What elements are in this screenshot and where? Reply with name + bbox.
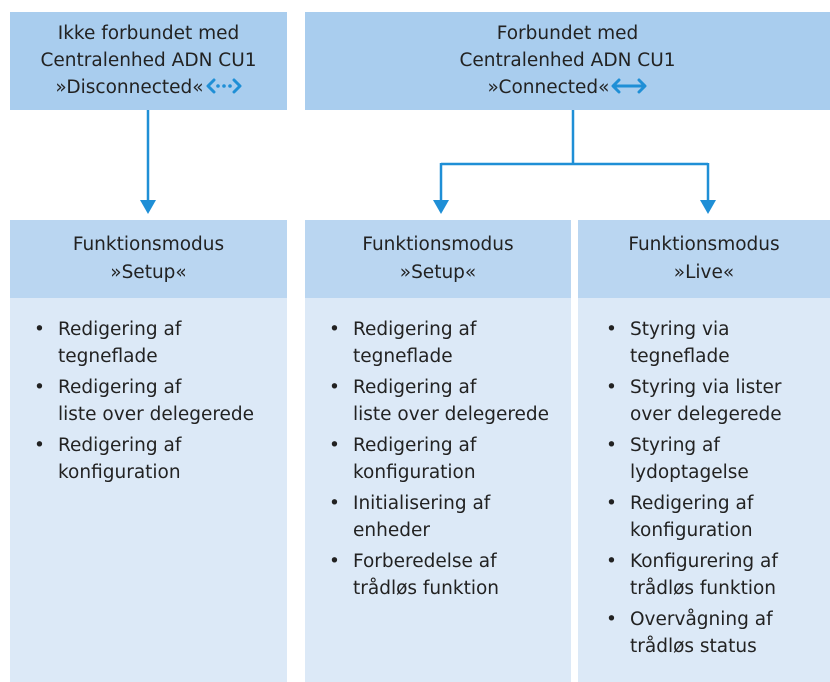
disconnected-line-1: Ikke forbundet med xyxy=(57,23,240,45)
item-line-1: Styring via lister xyxy=(630,377,782,398)
item-line-2: tegneflade xyxy=(353,346,453,367)
mode-setup-disconnected-body: • Redigering af tegneflade • Redigering af l… xyxy=(10,298,287,682)
item-line-2: trådløs funktion xyxy=(353,578,500,599)
list-item: • Redigering af konfiguration xyxy=(606,490,830,544)
bullet-icon: • xyxy=(606,609,617,630)
bullet-icon: • xyxy=(329,319,340,340)
double-arrow-icon xyxy=(611,75,647,102)
list-item: • Styring af lydoptagelse xyxy=(606,432,830,486)
feature-list: • Redigering af tegneflade • Redigering af l… xyxy=(34,316,287,486)
dotted-double-arrow-icon xyxy=(206,75,242,102)
bullet-icon: • xyxy=(329,435,340,456)
item-line-1: Initialisering af xyxy=(353,493,491,514)
connected-status-line: »Connected« xyxy=(488,74,648,102)
item-line-1: Redigering af xyxy=(58,319,182,340)
mode-title: Funktionsmodus xyxy=(72,234,225,255)
mode-live-connected-header: Funktionsmodus »Live« xyxy=(578,220,830,298)
bullet-icon: • xyxy=(34,319,45,340)
item-line-2: konfiguration xyxy=(630,520,753,541)
item-line-1: Redigering af xyxy=(353,435,477,456)
item-line-2: lydoptagelse xyxy=(630,462,749,483)
mode-setup-disconnected-header: Funktionsmodus »Setup« xyxy=(10,220,287,298)
item-line-1: Redigering af xyxy=(630,493,754,514)
bullet-icon: • xyxy=(34,377,45,398)
item-line-2: tegneflade xyxy=(58,346,158,367)
item-line-1: Konfigurering af xyxy=(630,551,778,572)
feature-list: • Styring via tegneflade • Styring via list… xyxy=(606,316,830,660)
bullet-icon: • xyxy=(34,435,45,456)
item-line-1: Styring via xyxy=(630,319,730,340)
item-line-2: konfiguration xyxy=(353,462,476,483)
list-item: • Redigering af konfiguration xyxy=(329,432,571,486)
list-item: • Redigering af liste over delegerede xyxy=(34,374,287,428)
connected-status: »Connected« xyxy=(487,77,610,99)
item-line-2: enheder xyxy=(353,520,430,541)
item-line-1: Forberedelse af xyxy=(353,551,497,572)
list-item: • Redigering af tegneflade xyxy=(329,316,571,370)
item-line-1: Redigering af xyxy=(58,435,182,456)
bullet-icon: • xyxy=(606,551,617,572)
bullet-icon: • xyxy=(329,377,340,398)
item-line-1: Styring af xyxy=(630,435,720,456)
bullet-icon: • xyxy=(329,493,340,514)
list-item: • Forberedelse af trådløs funktion xyxy=(329,548,571,602)
mode-setup-connected-body: • Redigering af tegneflade • Redigering af l… xyxy=(305,298,571,682)
arrow-disconnected-to-setup xyxy=(140,110,156,214)
list-item: • Styring via lister over delegerede xyxy=(606,374,830,428)
bullet-icon: • xyxy=(329,551,340,572)
mode-name: »Setup« xyxy=(110,262,187,283)
list-item: • Styring via tegneflade xyxy=(606,316,830,370)
list-item: • Konfigurering af trådløs funktion xyxy=(606,548,830,602)
arrow-connected-to-setup xyxy=(433,163,449,214)
item-line-1: Redigering af xyxy=(353,377,477,398)
disconnected-line-2: Centralenhed ADN CU1 xyxy=(40,50,257,72)
connected-header: Forbundet med Centralenhed ADN CU1 »Conn… xyxy=(305,12,830,110)
bullet-icon: • xyxy=(606,319,617,340)
item-line-2: over delegerede xyxy=(630,404,782,425)
bullet-icon: • xyxy=(606,435,617,456)
mode-name: »Setup« xyxy=(399,262,477,283)
item-line-2: liste over delegerede xyxy=(58,404,255,425)
item-line-2: trådløs status xyxy=(630,636,757,657)
item-line-2: liste over delegerede xyxy=(353,404,550,425)
item-line-2: trådløs funktion xyxy=(630,578,777,599)
list-item: • Redigering af tegneflade xyxy=(34,316,287,370)
connected-line-2: Centralenhed ADN CU1 xyxy=(459,50,676,72)
mode-title: Funktionsmodus xyxy=(362,234,514,255)
arrow-connected-to-live xyxy=(700,163,716,214)
list-item: • Initialisering af enheder xyxy=(329,490,571,544)
bullet-icon: • xyxy=(606,377,617,398)
list-item: • Redigering af konfiguration xyxy=(34,432,287,486)
item-line-2: konfiguration xyxy=(58,462,181,483)
item-line-1: Overvågning af xyxy=(630,609,773,630)
list-item: • Redigering af liste over delegerede xyxy=(329,374,571,428)
mode-setup-connected-header: Funktionsmodus »Setup« xyxy=(305,220,571,298)
connector-connected-split xyxy=(441,110,708,166)
mode-title: Funktionsmodus xyxy=(628,234,780,255)
mode-live-connected-body: • Styring via tegneflade • Styring via list… xyxy=(578,298,830,682)
disconnected-header: Ikke forbundet med Centralenhed ADN CU1 … xyxy=(10,12,287,110)
bullet-icon: • xyxy=(606,493,617,514)
mode-name: »Live« xyxy=(673,262,735,283)
disconnected-status-line: »Disconnected« xyxy=(55,74,242,102)
item-line-1: Redigering af xyxy=(58,377,182,398)
item-line-2: tegneflade xyxy=(630,346,730,367)
connected-line-1: Forbundet med xyxy=(496,23,639,45)
disconnected-status: »Disconnected« xyxy=(55,77,204,99)
item-line-1: Redigering af xyxy=(353,319,477,340)
feature-list: • Redigering af tegneflade • Redigering af l… xyxy=(329,316,571,602)
list-item: • Overvågning af trådløs status xyxy=(606,606,830,660)
